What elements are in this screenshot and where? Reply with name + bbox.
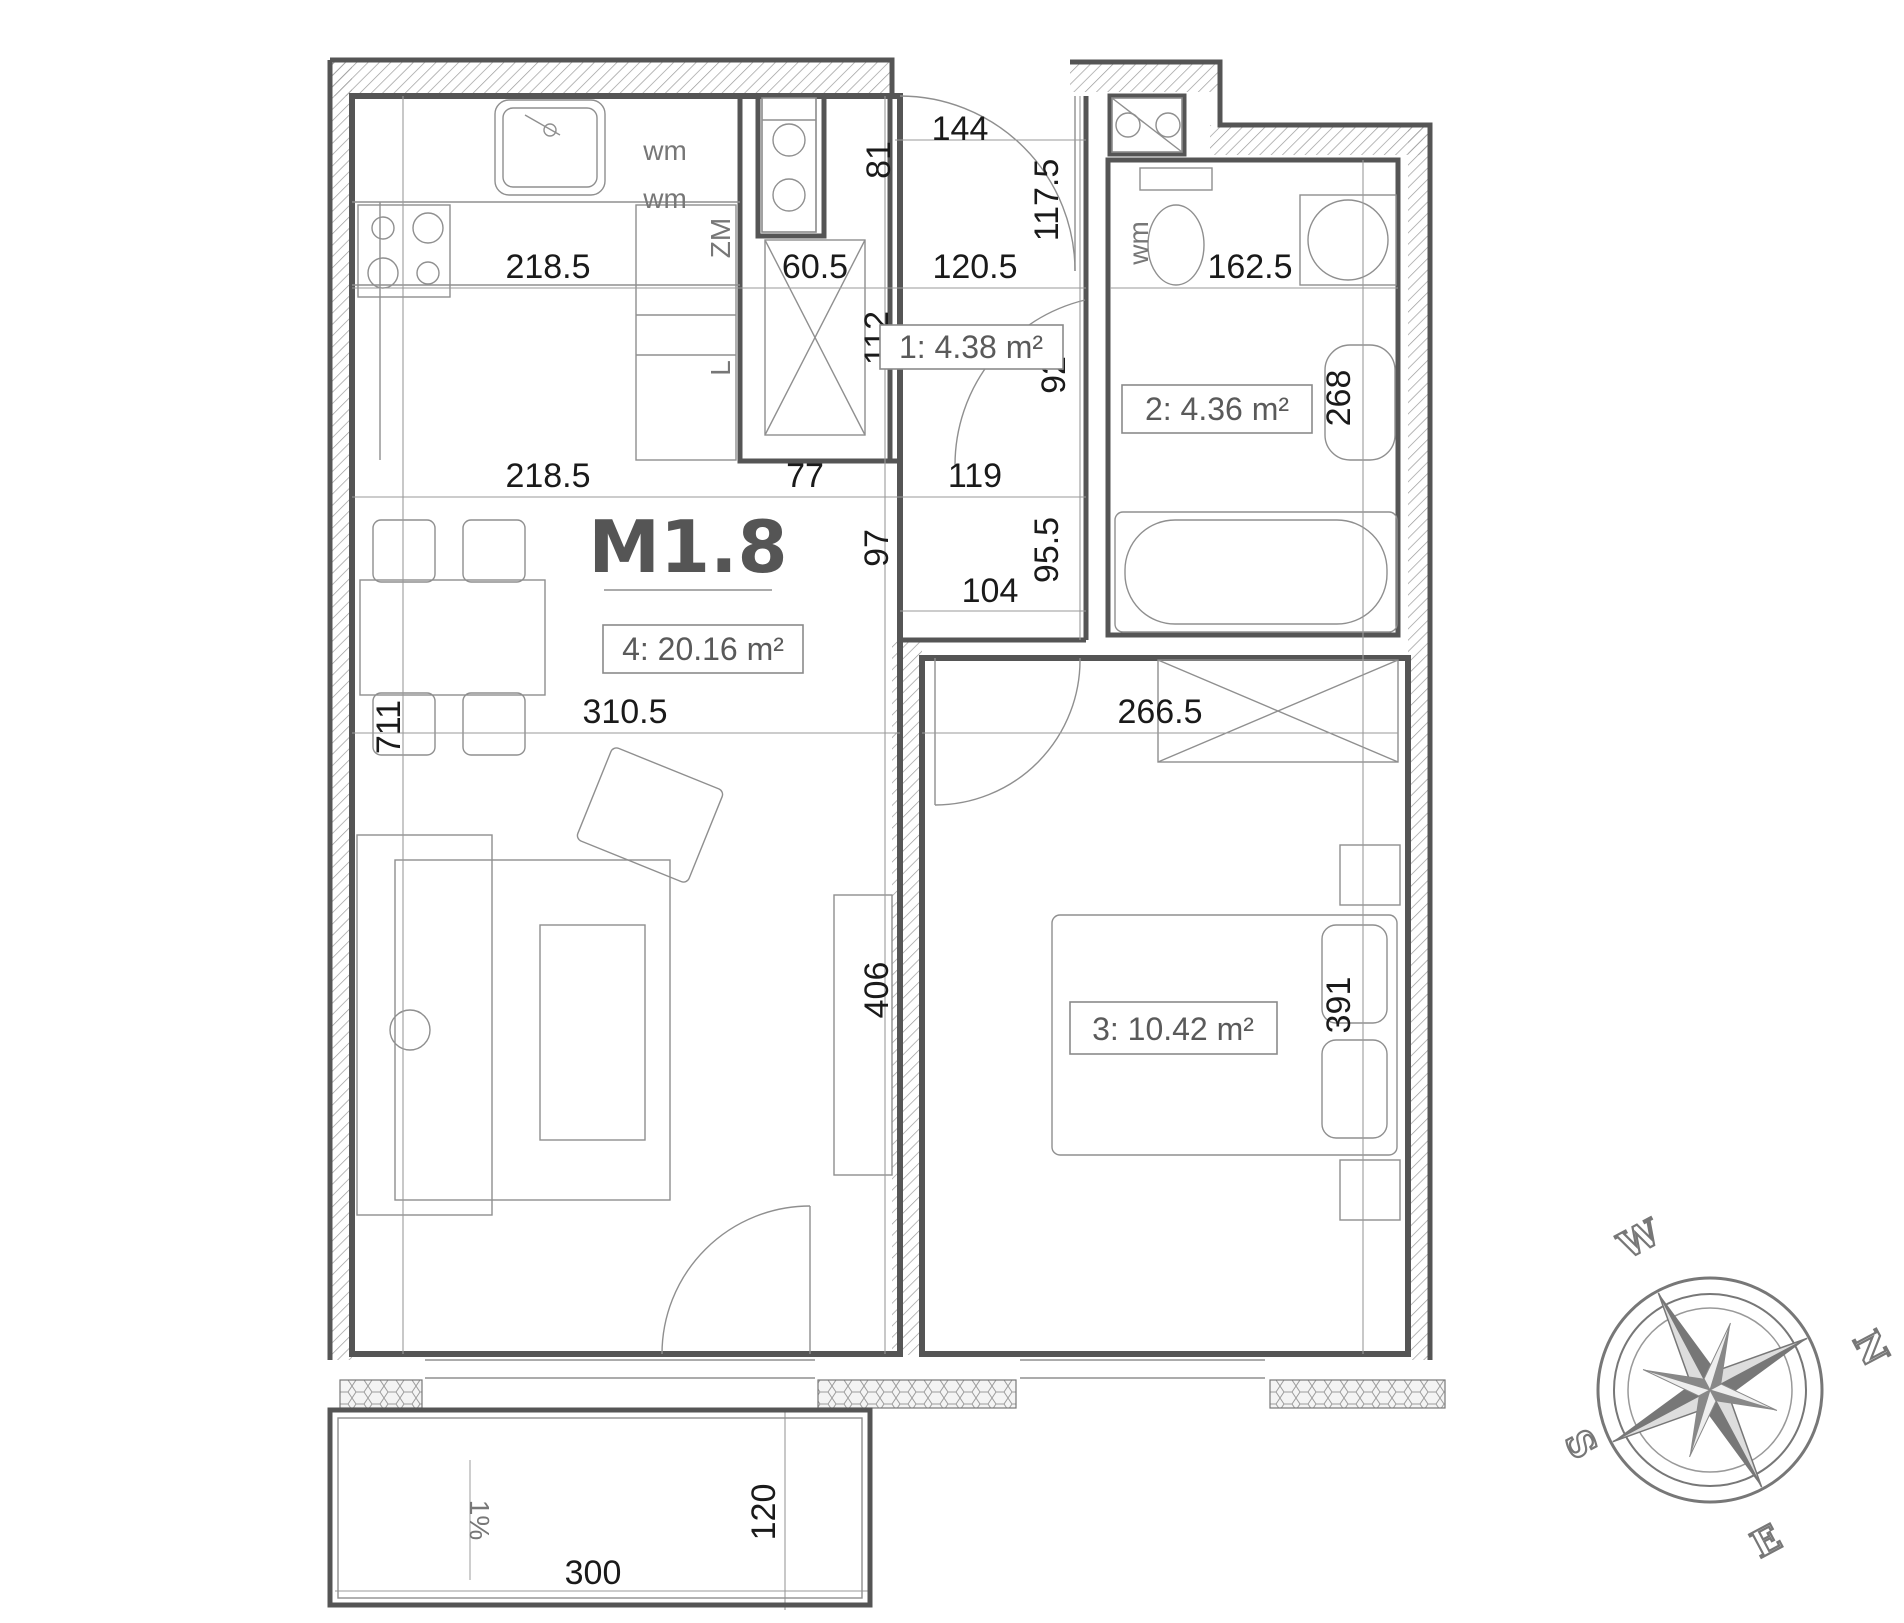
- room-4-label: 4: 20.16 m²: [622, 631, 784, 667]
- l-label: L: [705, 360, 736, 376]
- dim-balcony-depth: 120: [745, 1484, 783, 1541]
- annotations: wm wm wm ZM L 1%: [464, 135, 1154, 1540]
- compass-rose: N E S W: [1555, 1210, 1898, 1567]
- bathroom-fixtures: [1114, 167, 1398, 633]
- dim-hall-top: 144: [932, 110, 989, 148]
- dining-table-icon: [359, 579, 546, 696]
- compass-n: N: [1844, 1324, 1897, 1373]
- dim-living-side: 406: [858, 962, 896, 1019]
- room-1-box: [879, 324, 1064, 370]
- balcony-door-swing: [661, 1205, 811, 1355]
- dim-bedroom-width: 266.5: [1117, 693, 1202, 731]
- wm-label-2: wm: [642, 183, 687, 214]
- washer-boxes: [761, 97, 1183, 233]
- dim-hall-lower-97: 97: [858, 529, 896, 567]
- slope-label: 1%: [464, 1500, 495, 1540]
- wm-label-1: wm: [642, 135, 687, 166]
- room-2-label: 2: 4.36 m²: [1145, 391, 1289, 427]
- wm-label-3: wm: [1123, 221, 1154, 266]
- dimension-lines: [335, 96, 1398, 1610]
- dim-wc-width: 162.5: [1207, 248, 1292, 286]
- bedroom-door-swing: [934, 657, 1081, 806]
- room-2-box: [1121, 384, 1313, 434]
- compass-s: S: [1556, 1423, 1605, 1466]
- room-3-box: [1069, 1001, 1278, 1055]
- balcony: [327, 1407, 873, 1608]
- compass-w: W: [1611, 1211, 1668, 1268]
- room-3-label: 3: 10.42 m²: [1092, 1011, 1254, 1047]
- dryer-icon: [772, 178, 806, 212]
- person-icon: [389, 1009, 431, 1051]
- hall-closet: [764, 239, 866, 436]
- compass-e: E: [1744, 1516, 1788, 1566]
- dim-balcony-width: 300: [565, 1554, 622, 1592]
- room-1-label: 1: 4.38 m²: [899, 329, 1043, 365]
- zm-label: ZM: [705, 218, 736, 258]
- washbasin-icon: [1324, 344, 1396, 461]
- dim-hall-lower-104: 104: [962, 572, 1019, 610]
- tv-unit-icon: [833, 894, 893, 1176]
- dim-bedroom-length: 391: [1320, 977, 1358, 1034]
- coffee-table-icon: [539, 924, 646, 1141]
- bedroom-furniture: [1051, 659, 1401, 1221]
- unit-title: M1.8: [588, 505, 787, 589]
- dim-kitchen-top: 218.5: [505, 248, 590, 286]
- toilet-icon: [1147, 204, 1205, 286]
- rug: [394, 859, 671, 1201]
- dimension-labels: 218.5 218.5 144 81 117.5 60.5 120.5 162.…: [370, 110, 1358, 1592]
- dim-bath-door-wall: 117.5: [1028, 159, 1066, 242]
- dim-bath-length: 268: [1320, 370, 1358, 427]
- bathtub-icon: [1114, 511, 1398, 633]
- dim-hall-lower-95-5: 95.5: [1028, 517, 1066, 583]
- interior-walls: [349, 93, 1411, 1357]
- armchair-icon: [576, 747, 724, 883]
- bed-icon: [1051, 914, 1398, 1156]
- washer-icon: [772, 123, 806, 157]
- paving: [339, 1359, 1446, 1409]
- dim-hall-lower-77: 77: [786, 457, 824, 495]
- dim-hall-width: 120.5: [932, 248, 1017, 286]
- dim-wardrobe-depth: 81: [860, 141, 898, 179]
- dim-living-length: 711: [370, 700, 408, 754]
- dim-hall-lower-119: 119: [948, 457, 1002, 495]
- dim-living-width: 310.5: [582, 693, 667, 731]
- sink-icon: [494, 99, 606, 196]
- cooktop-icon: [357, 204, 451, 298]
- dim-closet-width: 60.5: [782, 248, 848, 286]
- fridge-icon: [635, 204, 737, 461]
- living-furniture: [356, 519, 893, 1216]
- toilet-tank-icon: [1139, 167, 1213, 191]
- wardrobe-icon: [1157, 659, 1399, 763]
- room-labels: M1.8 4: 20.16 m² 1: 4.38 m² 2: 4.36 m² 3…: [588, 324, 1313, 1055]
- dim-kitchen-bottom: 218.5: [505, 457, 590, 495]
- entrance-door-swing: [899, 95, 1076, 272]
- sofa-icon: [356, 834, 493, 1216]
- kitchen-fixtures: [352, 99, 740, 461]
- room-4-box: [602, 624, 804, 674]
- shower-icon: [1299, 194, 1397, 286]
